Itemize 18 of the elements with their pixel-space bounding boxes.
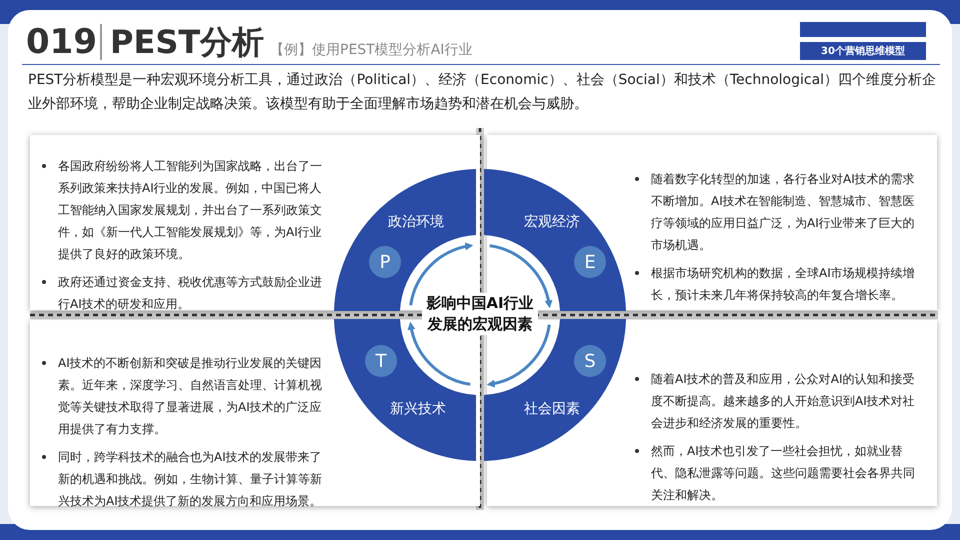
bullet-text: 政府还通过资金支持、税收优惠等方式鼓励企业进行AI技术的研发和应用。	[58, 275, 322, 311]
page-number: 019	[26, 21, 97, 64]
bullet-text: 各国政府纷纷将人工智能列为国家战略，出台了一系列政策来扶持AI行业的发展。例如，中国已将人工智能纳入国家发展规划，并出台了一系列政策文件，如《新一代人工智能发展规划》等，为AI行业提供了良好的政策环境。	[58, 159, 322, 261]
segment-label: 宏观经济	[524, 213, 580, 231]
page-title: PEST分析	[110, 22, 264, 63]
bullet-text: 随着数字化转型的加速，各行各业对AI技术的需求不断增加。AI技术在智能制造、智慧城市、智慧医疗等领域的应用日益广泛，为AI行业带来了巨大的市场机遇。	[651, 172, 915, 252]
bullet-text: 然而，AI技术也引发了一些社会担忧，如就业替代、隐私泄露等问题。这些问题需要社会各界共同关注和解决。	[651, 444, 915, 502]
intro-paragraph: PEST分析模型是一种宏观环境分析工具，通过政治（Political）、经济（Economic）、社会（Social）和技术（Technological）四个维度分析企业外部环境，帮助企业制定战略决策。该模型有助于全面理解市场趋势和潜在机会与威胁。	[28, 71, 938, 114]
center-text: 影响中国AI行业发展的宏观因素	[422, 293, 538, 335]
segment-label: 新兴技术	[390, 400, 446, 418]
bullet-text: 随着AI技术的普及和应用，公众对AI的认知和接受度不断提高。越来越多的人开始意识到AI技术对社会进步和经济发展的重要性。	[651, 372, 915, 430]
bullet-text: 根据市场研究机构的数据，全球AI市场规模持续增长，预计未来几年将保持较高的年复合增长率。	[651, 266, 915, 302]
subtitle: 【例】使用PEST模型分析AI行业	[270, 41, 472, 60]
bullet-text: AI技术的不断创新和突破是推动行业发展的关键因素。近年来，深度学习、自然语言处理、计算机视觉等关键技术取得了显著进展，为AI技术的广泛应用提供了有力支撑。	[58, 356, 322, 436]
bullet-text: 同时，跨学科技术的融合也为AI技术的发展带来了新的机遇和挑战。例如，生物计算、量子计算等新兴技术为AI技术提供了新的发展方向和应用场景。	[58, 450, 322, 508]
series-badge: 30个营销思维模型	[800, 42, 926, 60]
segment-label: 政治环境	[388, 213, 444, 231]
segment-label: 社会因素	[524, 400, 580, 418]
